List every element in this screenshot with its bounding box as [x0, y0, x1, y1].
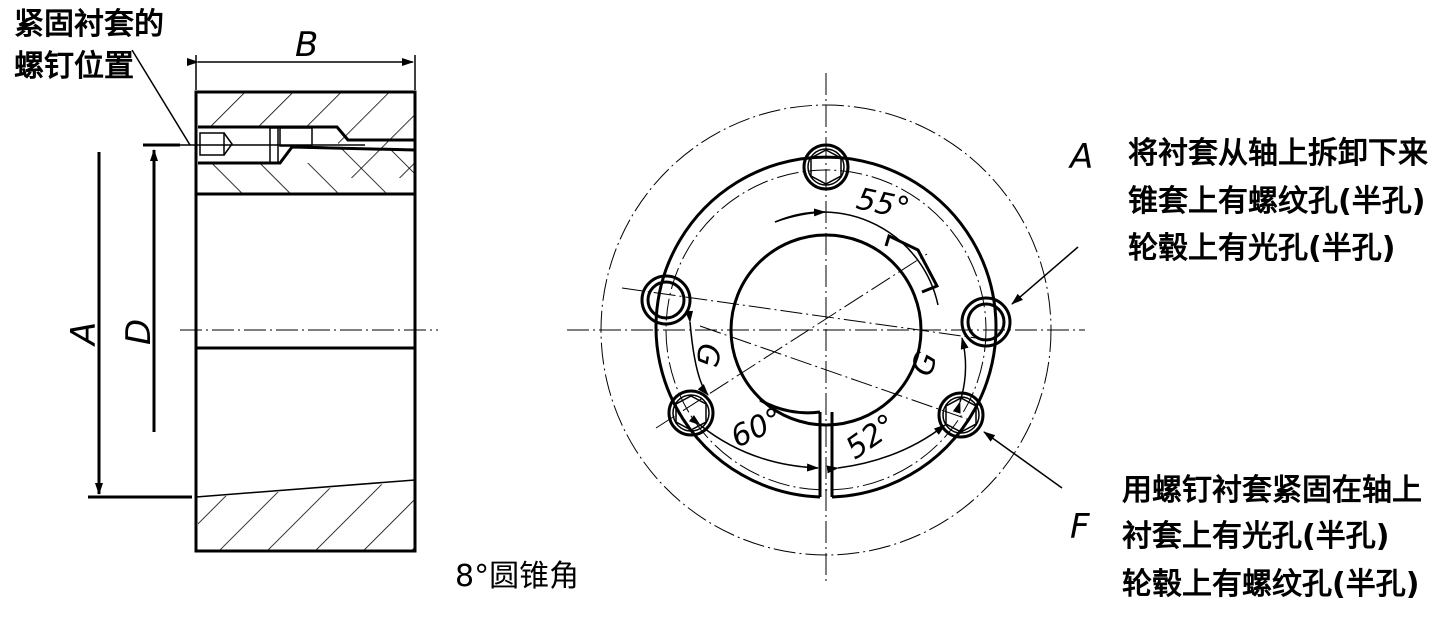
note-a-line3: 轮毂上有光孔(半孔) [1128, 231, 1395, 266]
screw-position-label-line2: 螺钉位置 [14, 49, 134, 84]
dimension-d-label: D [119, 319, 159, 345]
hole-left [640, 274, 692, 326]
angle-52-label: 52° [840, 407, 904, 466]
hub-outline [194, 90, 417, 553]
marker-a: A [1068, 137, 1093, 177]
hex-screw-top [802, 143, 850, 191]
bush-section-top [198, 147, 414, 193]
leader-f [983, 431, 1063, 489]
dimension-a-label: A [64, 322, 104, 347]
note-a-line2: 锥套上有螺纹孔(半孔) [1128, 184, 1425, 219]
hole-right [960, 296, 1012, 348]
note-f-line2: 衬套上有光孔(半孔) [1122, 519, 1389, 554]
bush-outer-ring [654, 155, 998, 499]
note-f-line1: 用螺钉衬套紧固在轴上 [1122, 473, 1422, 508]
notes: A 将衬套从轴上拆卸下来 锥套上有螺纹孔(半孔) 轮毂上有光孔(半孔) F 用螺… [1068, 136, 1428, 602]
dimension-b-label: B [295, 25, 318, 65]
screw-position-label-line1: 紧固衬套的 [14, 7, 164, 42]
cone-angle-label: 8°圆锥角 [455, 559, 579, 594]
hub-outer-circle [600, 104, 1052, 556]
screw-leader-line [131, 49, 191, 146]
note-a-line1: 将衬套从轴上拆卸下来 [1128, 136, 1428, 171]
section-bottom [198, 482, 414, 551]
section-view: 紧固衬套的 螺钉位置 B A D [14, 7, 579, 594]
marker-f: F [1070, 507, 1090, 547]
note-f-line3: 轮毂上有螺纹孔(半孔) [1122, 567, 1419, 602]
front-view: 55° 60° 52° G G [567, 73, 1085, 585]
set-screw [199, 132, 225, 156]
angle-55-label: 55° [853, 182, 912, 227]
leader-a [1011, 246, 1079, 305]
g-left-label: G [688, 341, 727, 370]
